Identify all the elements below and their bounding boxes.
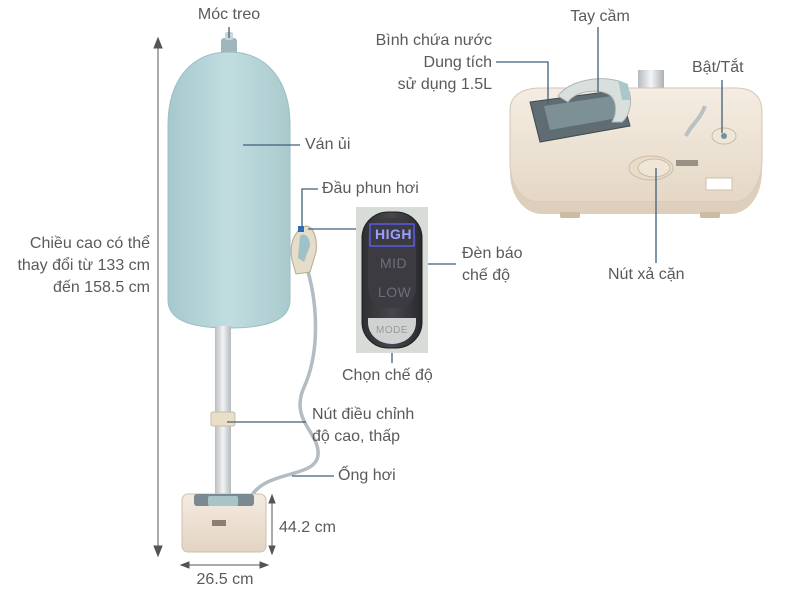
label-hook: Móc treo xyxy=(197,6,261,23)
mode-button-label: MODE xyxy=(376,325,408,336)
label-descale: Nút xả cặn xyxy=(608,266,685,283)
label-height-line1: Chiều cao có thể xyxy=(29,235,150,252)
mode-high-label: HIGH xyxy=(375,226,412,242)
label-height-line3: đến 158.5 cm xyxy=(53,279,150,296)
label-tank-line3: sử dụng 1.5L xyxy=(397,76,492,93)
label-mode-select: Chọn chế độ xyxy=(342,367,433,384)
label-base-height: 44.2 cm xyxy=(279,519,336,536)
label-adjust-line2: độ cao, thấp xyxy=(312,428,401,445)
label-tank-line1: Bình chứa nước xyxy=(375,32,492,49)
label-height-line2: thay đổi từ 133 cm xyxy=(17,257,150,274)
height-dimension-line xyxy=(153,36,163,558)
label-mode-indicator: Đèn báo chế độ xyxy=(462,243,523,287)
label-height-adjust: Nút điều chỉnh độ cao, thấp xyxy=(312,404,414,448)
label-board: Ván ủi xyxy=(305,136,351,153)
base-closeup xyxy=(509,70,763,218)
label-hose: Ống hơi xyxy=(338,467,396,484)
label-tank-line2: Dung tích xyxy=(423,54,492,71)
label-handle: Tay cầm xyxy=(570,8,630,25)
mode-low-label: LOW xyxy=(378,284,412,300)
label-nozzle: Đầu phun hơi xyxy=(322,180,419,197)
base-unit xyxy=(181,493,267,553)
label-water-tank: Bình chứa nước Dung tích sử dụng 1.5L xyxy=(340,30,492,96)
leader-lines-left xyxy=(227,27,456,477)
steam-hose xyxy=(250,261,320,497)
label-power: Bật/Tắt xyxy=(692,59,744,76)
control-panel-closeup xyxy=(356,207,428,353)
label-base-width: 26.5 cm xyxy=(196,571,254,588)
label-adjust-line1: Nút điều chỉnh xyxy=(312,406,415,423)
label-indicator-line2: chế độ xyxy=(462,267,511,284)
mode-mid-label: MID xyxy=(380,255,408,271)
label-indicator-line1: Đèn báo xyxy=(462,245,523,262)
base-dimension-lines xyxy=(179,493,276,569)
label-height-range: Chiều cao có thể thay đổi từ 133 cm đến … xyxy=(4,233,150,299)
steam-nozzle xyxy=(290,225,317,275)
